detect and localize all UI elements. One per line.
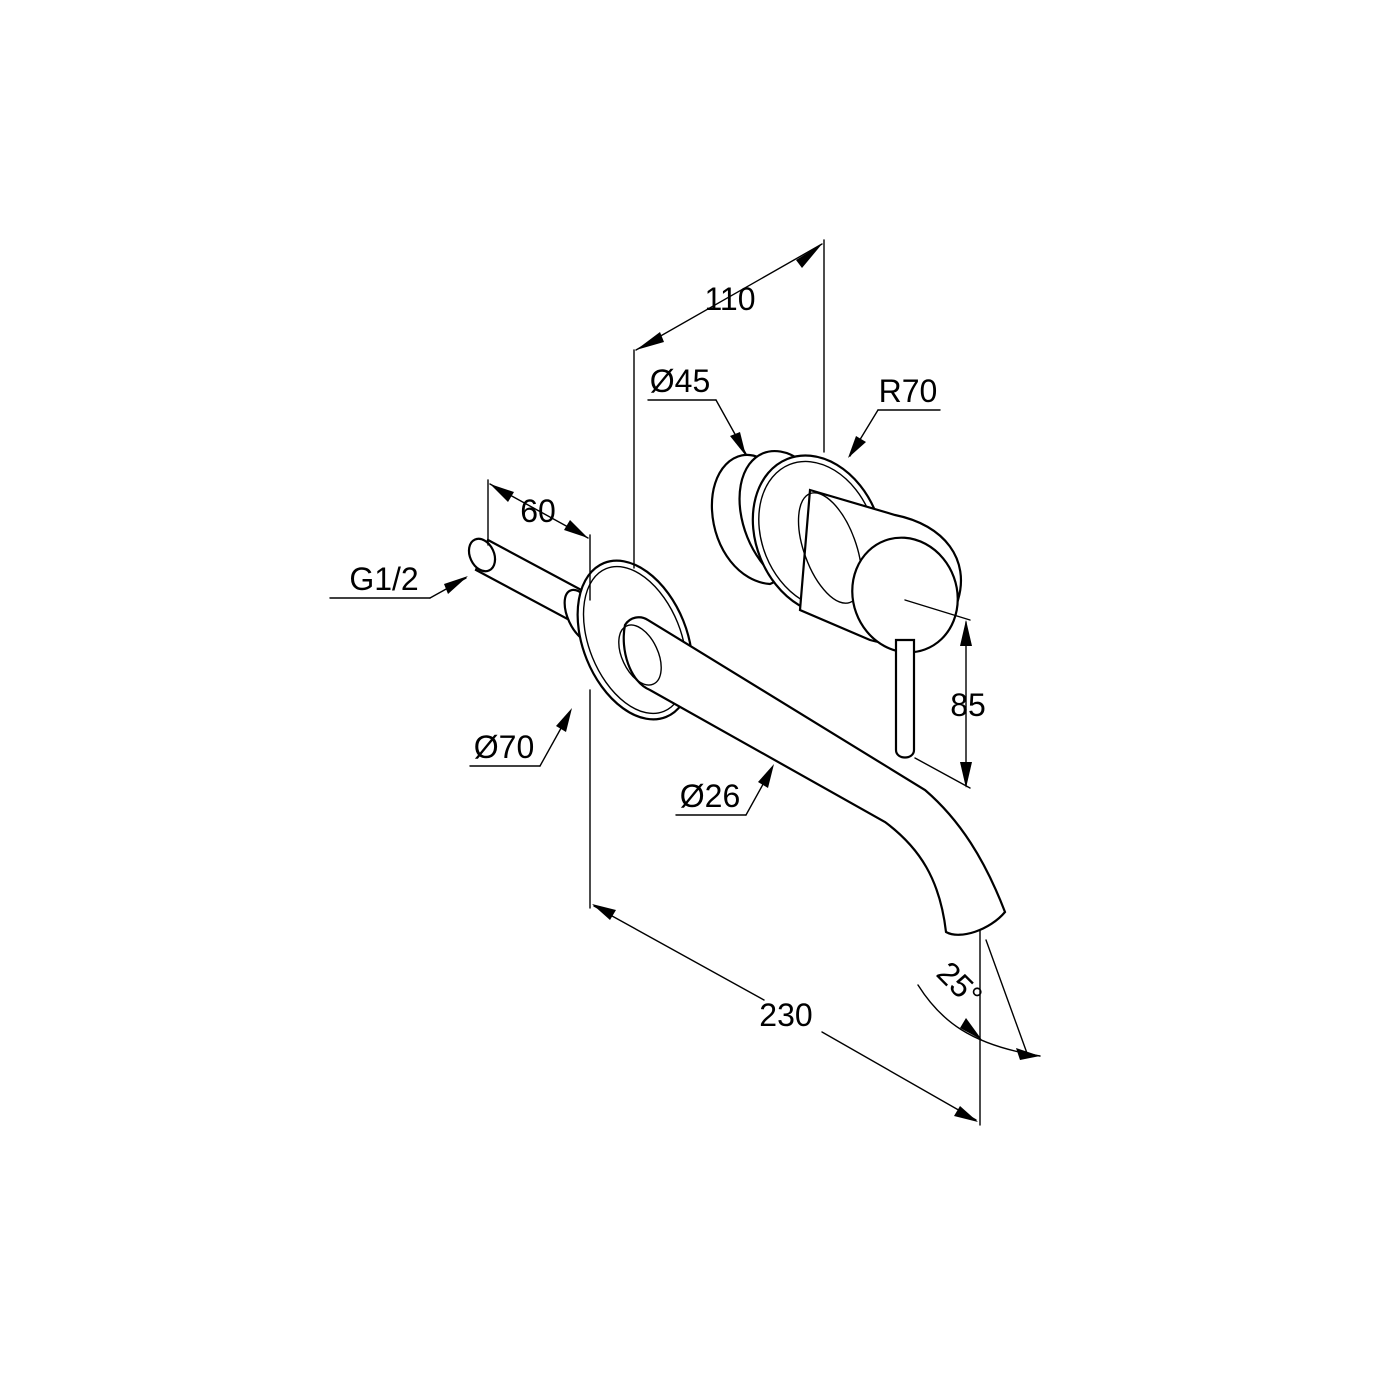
dimension-diameter-26: Ø26 bbox=[680, 778, 740, 814]
dimension-radius-70: R70 bbox=[879, 373, 938, 409]
dimension-lines bbox=[329, 239, 1041, 1126]
dimension-60: 60 bbox=[520, 493, 556, 529]
dimension-85: 85 bbox=[950, 687, 986, 723]
spout-body bbox=[467, 537, 1007, 936]
dimension-g-half: G1/2 bbox=[349, 561, 418, 597]
dimension-diameter-45: Ø45 bbox=[650, 363, 710, 399]
mixer-body bbox=[710, 449, 963, 759]
dimension-diameter-70: Ø70 bbox=[474, 729, 534, 765]
dimension-110: 110 bbox=[704, 281, 755, 317]
dimension-230: 230 bbox=[759, 997, 812, 1033]
